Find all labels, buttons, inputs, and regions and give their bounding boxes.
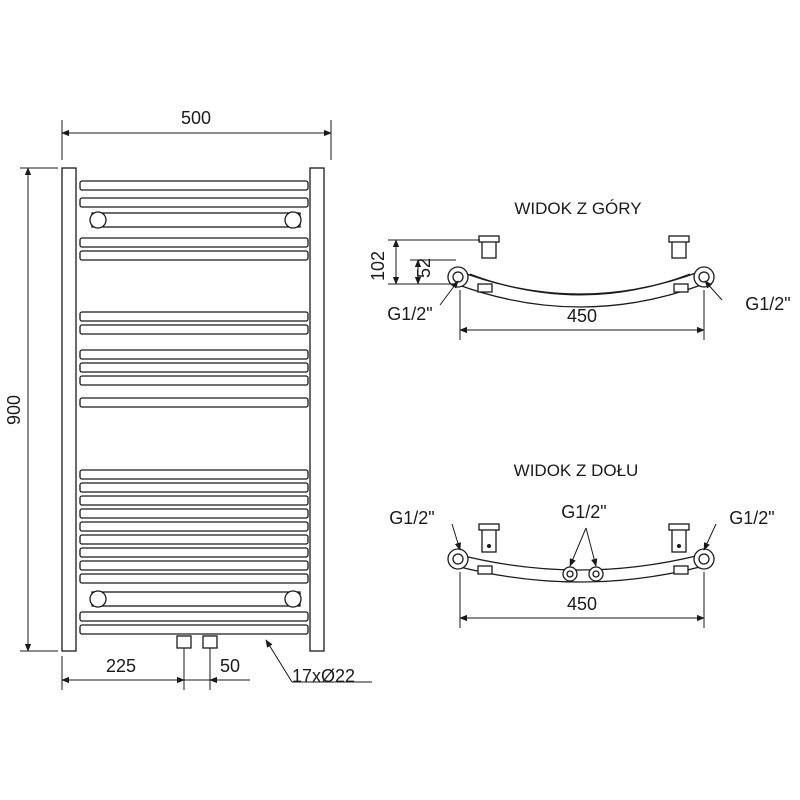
- top-inner-depth-label: 52: [414, 258, 434, 278]
- left-column: [61, 167, 77, 652]
- horizontal-tube: [79, 624, 309, 635]
- bottom-width-label: 450: [567, 594, 597, 614]
- wall-bracket-top: [89, 211, 302, 229]
- horizontal-tube: [79, 611, 309, 622]
- spacing-dimension-label: 50: [220, 656, 240, 676]
- bottom-view: WIDOK Z DOŁU G1/2" G1/2" G1/2" 4: [389, 461, 775, 628]
- tube-group: [79, 180, 309, 635]
- horizontal-tube: [79, 534, 309, 545]
- top-view-title: WIDOK Z GÓRY: [514, 199, 641, 218]
- horizontal-tube: [79, 311, 309, 322]
- offset-dimension-label: 225: [106, 656, 136, 676]
- horizontal-tube: [79, 521, 309, 532]
- tubes-spec-label: 17xØ22: [292, 666, 355, 686]
- top-curved-body: [455, 269, 705, 308]
- horizontal-tube: [79, 180, 309, 191]
- width-dimension-label: 500: [181, 108, 211, 128]
- horizontal-tube: [79, 250, 309, 261]
- bottom-connectors: [176, 635, 218, 690]
- bottom-center-connection-label: G1/2": [561, 502, 606, 522]
- bottom-left-connection-label: G1/2": [389, 508, 434, 528]
- top-post-left: [481, 239, 497, 259]
- horizontal-tube: [79, 547, 309, 558]
- bottom-right-connection-label: G1/2": [729, 508, 774, 528]
- top-depth-label: 102: [368, 251, 388, 281]
- right-column: [309, 167, 325, 652]
- top-view: WIDOK Z GÓRY 102 52 G1/2" G1/2" 450: [368, 199, 791, 340]
- bottom-curved-body: [455, 553, 705, 583]
- horizontal-tube: [79, 237, 309, 248]
- horizontal-tube: [79, 573, 309, 584]
- bottom-post-right: [671, 527, 687, 553]
- top-width-label: 450: [567, 306, 597, 326]
- horizontal-tube: [79, 508, 309, 519]
- horizontal-tube: [79, 362, 309, 373]
- horizontal-tube: [79, 469, 309, 480]
- top-left-connection-label: G1/2": [387, 304, 432, 324]
- height-dimension-label: 900: [4, 395, 24, 425]
- horizontal-tube: [79, 349, 309, 360]
- wall-bracket-bottom: [89, 590, 302, 608]
- horizontal-tube: [79, 375, 309, 386]
- horizontal-tube: [79, 197, 309, 208]
- bottom-post-left: [481, 527, 497, 553]
- horizontal-tube: [79, 482, 309, 493]
- top-right-connection-label: G1/2": [745, 294, 790, 314]
- horizontal-tube: [79, 397, 309, 408]
- bottom-view-title: WIDOK Z DOŁU: [514, 461, 639, 480]
- horizontal-tube: [79, 324, 309, 335]
- horizontal-tube: [79, 495, 309, 506]
- horizontal-tube: [79, 560, 309, 571]
- top-post-right: [671, 239, 687, 259]
- front-view: 500 900 225 50 17xØ22: [4, 108, 372, 690]
